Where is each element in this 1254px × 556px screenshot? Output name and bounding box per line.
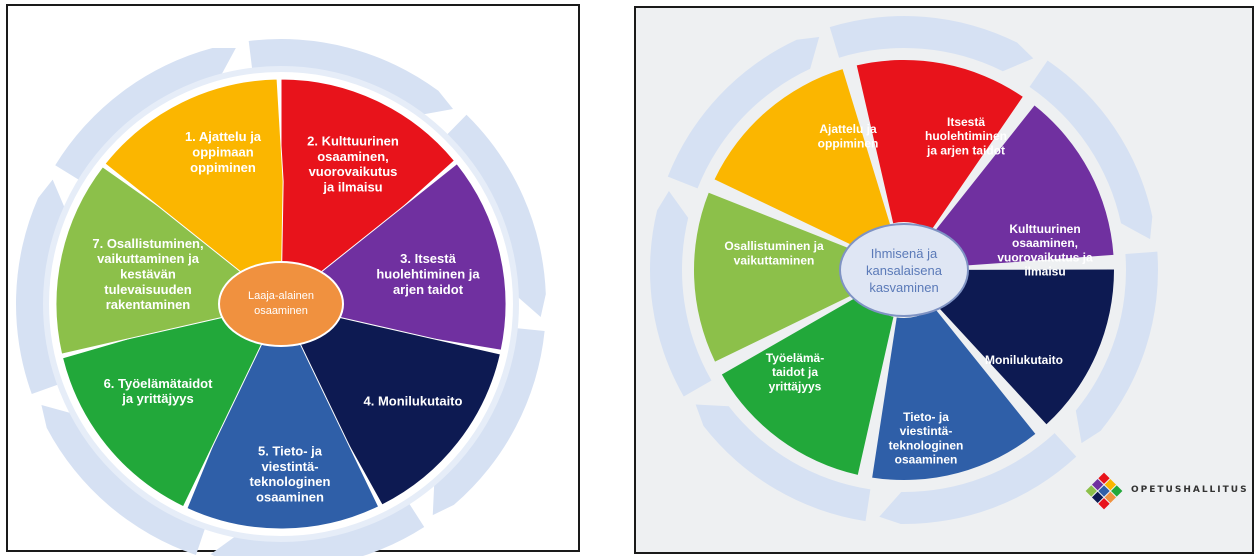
segment-label-2-line: huolehtiminen — [925, 129, 1007, 143]
segment-label-6-line: ja yrittäjyys — [121, 391, 194, 406]
ring-arrow — [210, 501, 425, 556]
segment-label-6-line: yrittäjyys — [769, 379, 822, 393]
outer-arrow-ring — [650, 16, 1158, 524]
segment-label-7-line: tulevaisuuden — [104, 282, 191, 297]
segment-label-3-line: Kulttuurinen — [1009, 222, 1080, 236]
wheel-segment-4 — [872, 307, 1036, 480]
wheel-segment-2 — [933, 105, 1114, 267]
wheel-segment-1 — [856, 60, 1023, 231]
segment-label-6-line: taidot ja — [772, 365, 818, 379]
wheel-segment-3 — [936, 269, 1114, 425]
ring-arrow — [445, 114, 546, 317]
wheel-segment-5 — [721, 293, 894, 475]
segment-label-5-line: 5. Tieto- ja — [258, 444, 323, 459]
segment-label-2-line: 2. Kulttuurinen — [307, 134, 399, 149]
ring-arrow — [829, 16, 1034, 72]
segment-label-1-line: oppiminen — [818, 136, 879, 150]
ring-arrow — [1075, 251, 1158, 444]
center-label: Laaja-alainen osaaminen — [248, 290, 314, 317]
segment-label-3-line: vuorovaikutus ja — [997, 250, 1093, 264]
ring-arrow — [650, 191, 712, 397]
segment-label-6-line: 6. Työelämätaidot — [104, 376, 214, 391]
segment-label-5-line: viestintä- — [900, 424, 953, 438]
segment-label-1-line: oppimaan — [192, 145, 253, 160]
logo-tile — [1098, 472, 1110, 484]
center-ellipse — [218, 261, 344, 347]
segment-label-5-line: teknologinen — [250, 474, 331, 489]
segment-label-3-line: arjen taidot — [393, 282, 464, 297]
segment-label-7-line: Osallistuminen ja — [724, 239, 824, 253]
ring-arrow — [695, 404, 871, 522]
segment-label-4-line: Monilukutaito — [985, 353, 1063, 367]
segment-label-2-line: ja arjen taidot — [926, 143, 1005, 157]
segment-label-2-line: ja ilmaisu — [322, 180, 382, 195]
center-label-line: Laaja-alainen — [248, 290, 314, 302]
segment-label-2-line: Itsestä — [947, 115, 985, 129]
ring-arrow — [1029, 60, 1153, 240]
segment-label-7-line: vaikuttaminen ja — [97, 251, 200, 266]
segment-label-3-line: huolehtiminen ja — [376, 267, 480, 282]
wheel-segment-6 — [694, 192, 861, 362]
center-label-line: kasvaminen — [869, 280, 938, 295]
segment-label-3-line: 3. Itsestä — [400, 251, 456, 266]
ring-arrow — [15, 179, 66, 395]
center-label-line: osaaminen — [254, 305, 308, 317]
wheel-segment-7 — [714, 69, 890, 250]
diamond-mosaic-logo — [1085, 472, 1123, 510]
wheel-glow — [43, 66, 519, 542]
segment-label-1-line: 1. Ajattelu ja — [185, 129, 262, 144]
segment-label-5-line: osaaminen — [256, 490, 324, 505]
segment-label-6-line: Työelämä- — [766, 351, 824, 365]
segment-label-2-line: osaaminen, — [317, 149, 389, 164]
wheel-segments — [694, 60, 1114, 480]
logo-tile — [1098, 498, 1110, 510]
segment-label-1-line: Ajattelu ja — [819, 122, 877, 136]
center-label-line: Ihmisenä ja — [871, 246, 938, 261]
segment-label-7-line: rakentaminen — [106, 297, 191, 312]
ring-arrow — [879, 433, 1077, 524]
center-label: Ihmisenä ja kansalaisena kasvaminen — [866, 246, 943, 295]
segment-label-7-line: vaikuttaminen — [734, 253, 815, 267]
wheel-segments — [55, 78, 507, 530]
segment-label-4: 4. Monilukutaito — [364, 394, 463, 409]
ring-arrow — [55, 47, 236, 181]
segment-label-3-line: osaaminen, — [1012, 236, 1078, 250]
segment-label-7-line: 7. Osallistuminen, — [92, 236, 203, 251]
segment-label-2-line: vuorovaikutus — [309, 164, 398, 179]
ring-arrow — [432, 327, 545, 516]
logo-text: OPETUSHALLITUS — [1131, 485, 1249, 495]
logo-tile — [1098, 485, 1110, 497]
segment-label-5-line: teknologinen — [889, 438, 964, 452]
segment-label-7-line: kestävän — [120, 267, 176, 282]
segment-label-1-line: oppiminen — [190, 160, 256, 175]
center-label-line: kansalaisena — [866, 263, 943, 278]
segment-label-5-line: viestintä- — [261, 459, 318, 474]
segment-label-4-line: 4. Monilukutaito — [364, 394, 463, 409]
ring-arrow — [667, 36, 820, 189]
segment-label-3-line: ilmaisu — [1024, 264, 1065, 278]
segment-label-4: Monilukutaito — [985, 353, 1063, 367]
segment-label-5-line: Tieto- ja — [903, 410, 949, 424]
segment-label-5-line: osaaminen — [895, 452, 958, 466]
center-ellipse — [839, 223, 969, 317]
